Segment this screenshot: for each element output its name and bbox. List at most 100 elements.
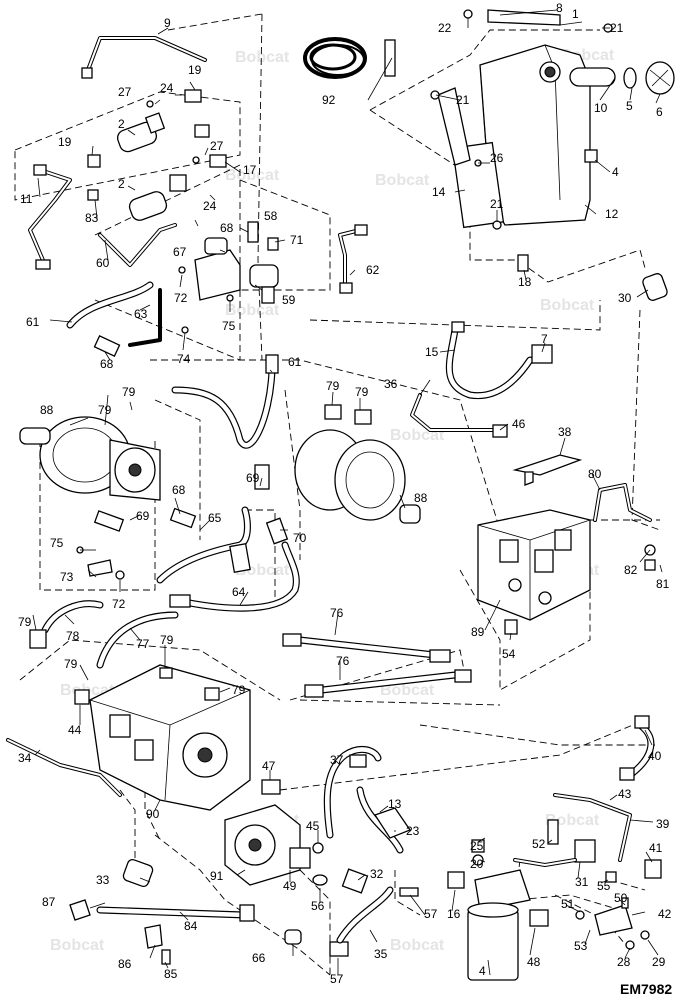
callout-84: 84 bbox=[184, 919, 198, 933]
callout-69: 69 bbox=[136, 509, 150, 523]
tube-part bbox=[593, 483, 656, 571]
watermark: Bobcat bbox=[545, 812, 600, 829]
callout-56: 56 bbox=[311, 899, 325, 913]
fuel-filter-part bbox=[116, 112, 187, 221]
callout-54: 54 bbox=[502, 647, 516, 661]
tube-part bbox=[547, 715, 662, 879]
tube-part bbox=[338, 224, 368, 294]
callout-37: 37 bbox=[330, 753, 344, 767]
callout-35: 35 bbox=[374, 947, 388, 961]
callout-30: 30 bbox=[618, 291, 632, 305]
callout-13: 13 bbox=[388, 797, 402, 811]
callout-29: 29 bbox=[652, 955, 666, 969]
callout-85: 85 bbox=[164, 967, 178, 981]
callout-72: 72 bbox=[112, 597, 126, 611]
callout-79: 79 bbox=[122, 385, 136, 399]
fitting-part bbox=[517, 254, 668, 301]
callout-27: 27 bbox=[118, 85, 132, 99]
callout-52: 52 bbox=[532, 837, 546, 851]
callout-15: 15 bbox=[425, 345, 439, 359]
callout-81: 81 bbox=[656, 577, 670, 591]
callout-10: 10 bbox=[594, 101, 608, 115]
hose-part bbox=[323, 745, 382, 839]
callout-51: 51 bbox=[561, 897, 575, 911]
callout-86: 86 bbox=[118, 957, 132, 971]
callout-27: 27 bbox=[210, 139, 224, 153]
callout-1: 1 bbox=[572, 7, 579, 21]
callout-65: 65 bbox=[208, 511, 222, 525]
callout-34: 34 bbox=[18, 751, 32, 765]
callout-77: 77 bbox=[136, 637, 150, 651]
callout-79: 79 bbox=[18, 615, 32, 629]
watermark: Bobcat bbox=[225, 302, 280, 319]
callout-88: 88 bbox=[414, 491, 428, 505]
gear-pump-part bbox=[224, 804, 324, 886]
callout-63: 63 bbox=[134, 307, 148, 321]
callout-4: 4 bbox=[479, 964, 486, 978]
bracket-part bbox=[512, 454, 583, 486]
dashed-connector-lines bbox=[14, 13, 661, 976]
tube-part bbox=[28, 164, 72, 270]
callout-70: 70 bbox=[293, 531, 307, 545]
callout-12: 12 bbox=[605, 207, 619, 221]
callout-76: 76 bbox=[330, 606, 344, 620]
callout-18: 18 bbox=[518, 275, 532, 289]
callout-62: 62 bbox=[366, 263, 380, 277]
tube-part bbox=[410, 393, 508, 438]
callout-20: 20 bbox=[470, 857, 484, 871]
hydraulic-motor-part bbox=[294, 404, 421, 524]
callout-26: 26 bbox=[490, 151, 504, 165]
callout-88: 88 bbox=[40, 403, 54, 417]
bracket-part bbox=[178, 221, 279, 334]
callout-73: 73 bbox=[60, 570, 74, 584]
tandem-pump-part bbox=[74, 664, 251, 811]
control-valve-part bbox=[477, 509, 591, 635]
callout-59: 59 bbox=[282, 293, 296, 307]
callout-labels: 1 2 2 4 4 5 6 7 8 9 10 11 12 13 14 15 16… bbox=[18, 1, 672, 986]
callout-78: 78 bbox=[66, 629, 80, 643]
callout-82: 82 bbox=[624, 563, 638, 577]
callout-61: 61 bbox=[26, 315, 40, 329]
callout-24: 24 bbox=[160, 81, 174, 95]
tube-part bbox=[6, 738, 122, 797]
callout-89: 89 bbox=[471, 625, 485, 639]
callout-16: 16 bbox=[447, 907, 461, 921]
filler-cap-part bbox=[569, 61, 675, 163]
callout-79: 79 bbox=[64, 657, 78, 671]
watermark: Bobcat bbox=[390, 937, 445, 954]
callout-50: 50 bbox=[614, 891, 628, 905]
callout-64: 64 bbox=[232, 585, 246, 599]
callout-9: 9 bbox=[164, 16, 171, 30]
callout-4: 4 bbox=[612, 165, 619, 179]
switch-part bbox=[122, 858, 154, 888]
callout-60: 60 bbox=[96, 256, 110, 270]
callout-79: 79 bbox=[232, 683, 246, 697]
callout-39: 39 bbox=[656, 817, 670, 831]
elbow-part bbox=[356, 786, 411, 854]
callout-68: 68 bbox=[172, 483, 186, 497]
callout-46: 46 bbox=[512, 417, 526, 431]
callout-91: 91 bbox=[210, 869, 224, 883]
callout-19: 19 bbox=[188, 63, 202, 77]
watermark: Bobcat bbox=[375, 172, 430, 189]
tube-part bbox=[81, 36, 207, 79]
fitting-part bbox=[87, 89, 227, 201]
callout-80: 80 bbox=[588, 467, 602, 481]
callout-21: 21 bbox=[610, 21, 624, 35]
callout-90: 90 bbox=[146, 807, 160, 821]
callout-68: 68 bbox=[100, 357, 114, 371]
filter-assembly-part bbox=[447, 839, 549, 981]
callout-19: 19 bbox=[58, 135, 72, 149]
watermark: Bobcat bbox=[50, 937, 105, 954]
callout-48: 48 bbox=[527, 955, 541, 969]
callout-83: 83 bbox=[85, 211, 99, 225]
hose-part bbox=[29, 600, 179, 669]
callout-66: 66 bbox=[252, 951, 266, 965]
hydraulic-tank-part bbox=[437, 9, 591, 229]
callout-57: 57 bbox=[424, 907, 438, 921]
callout-8: 8 bbox=[556, 1, 563, 15]
callout-24: 24 bbox=[203, 199, 217, 213]
hydraulic-motor-part bbox=[19, 416, 197, 532]
